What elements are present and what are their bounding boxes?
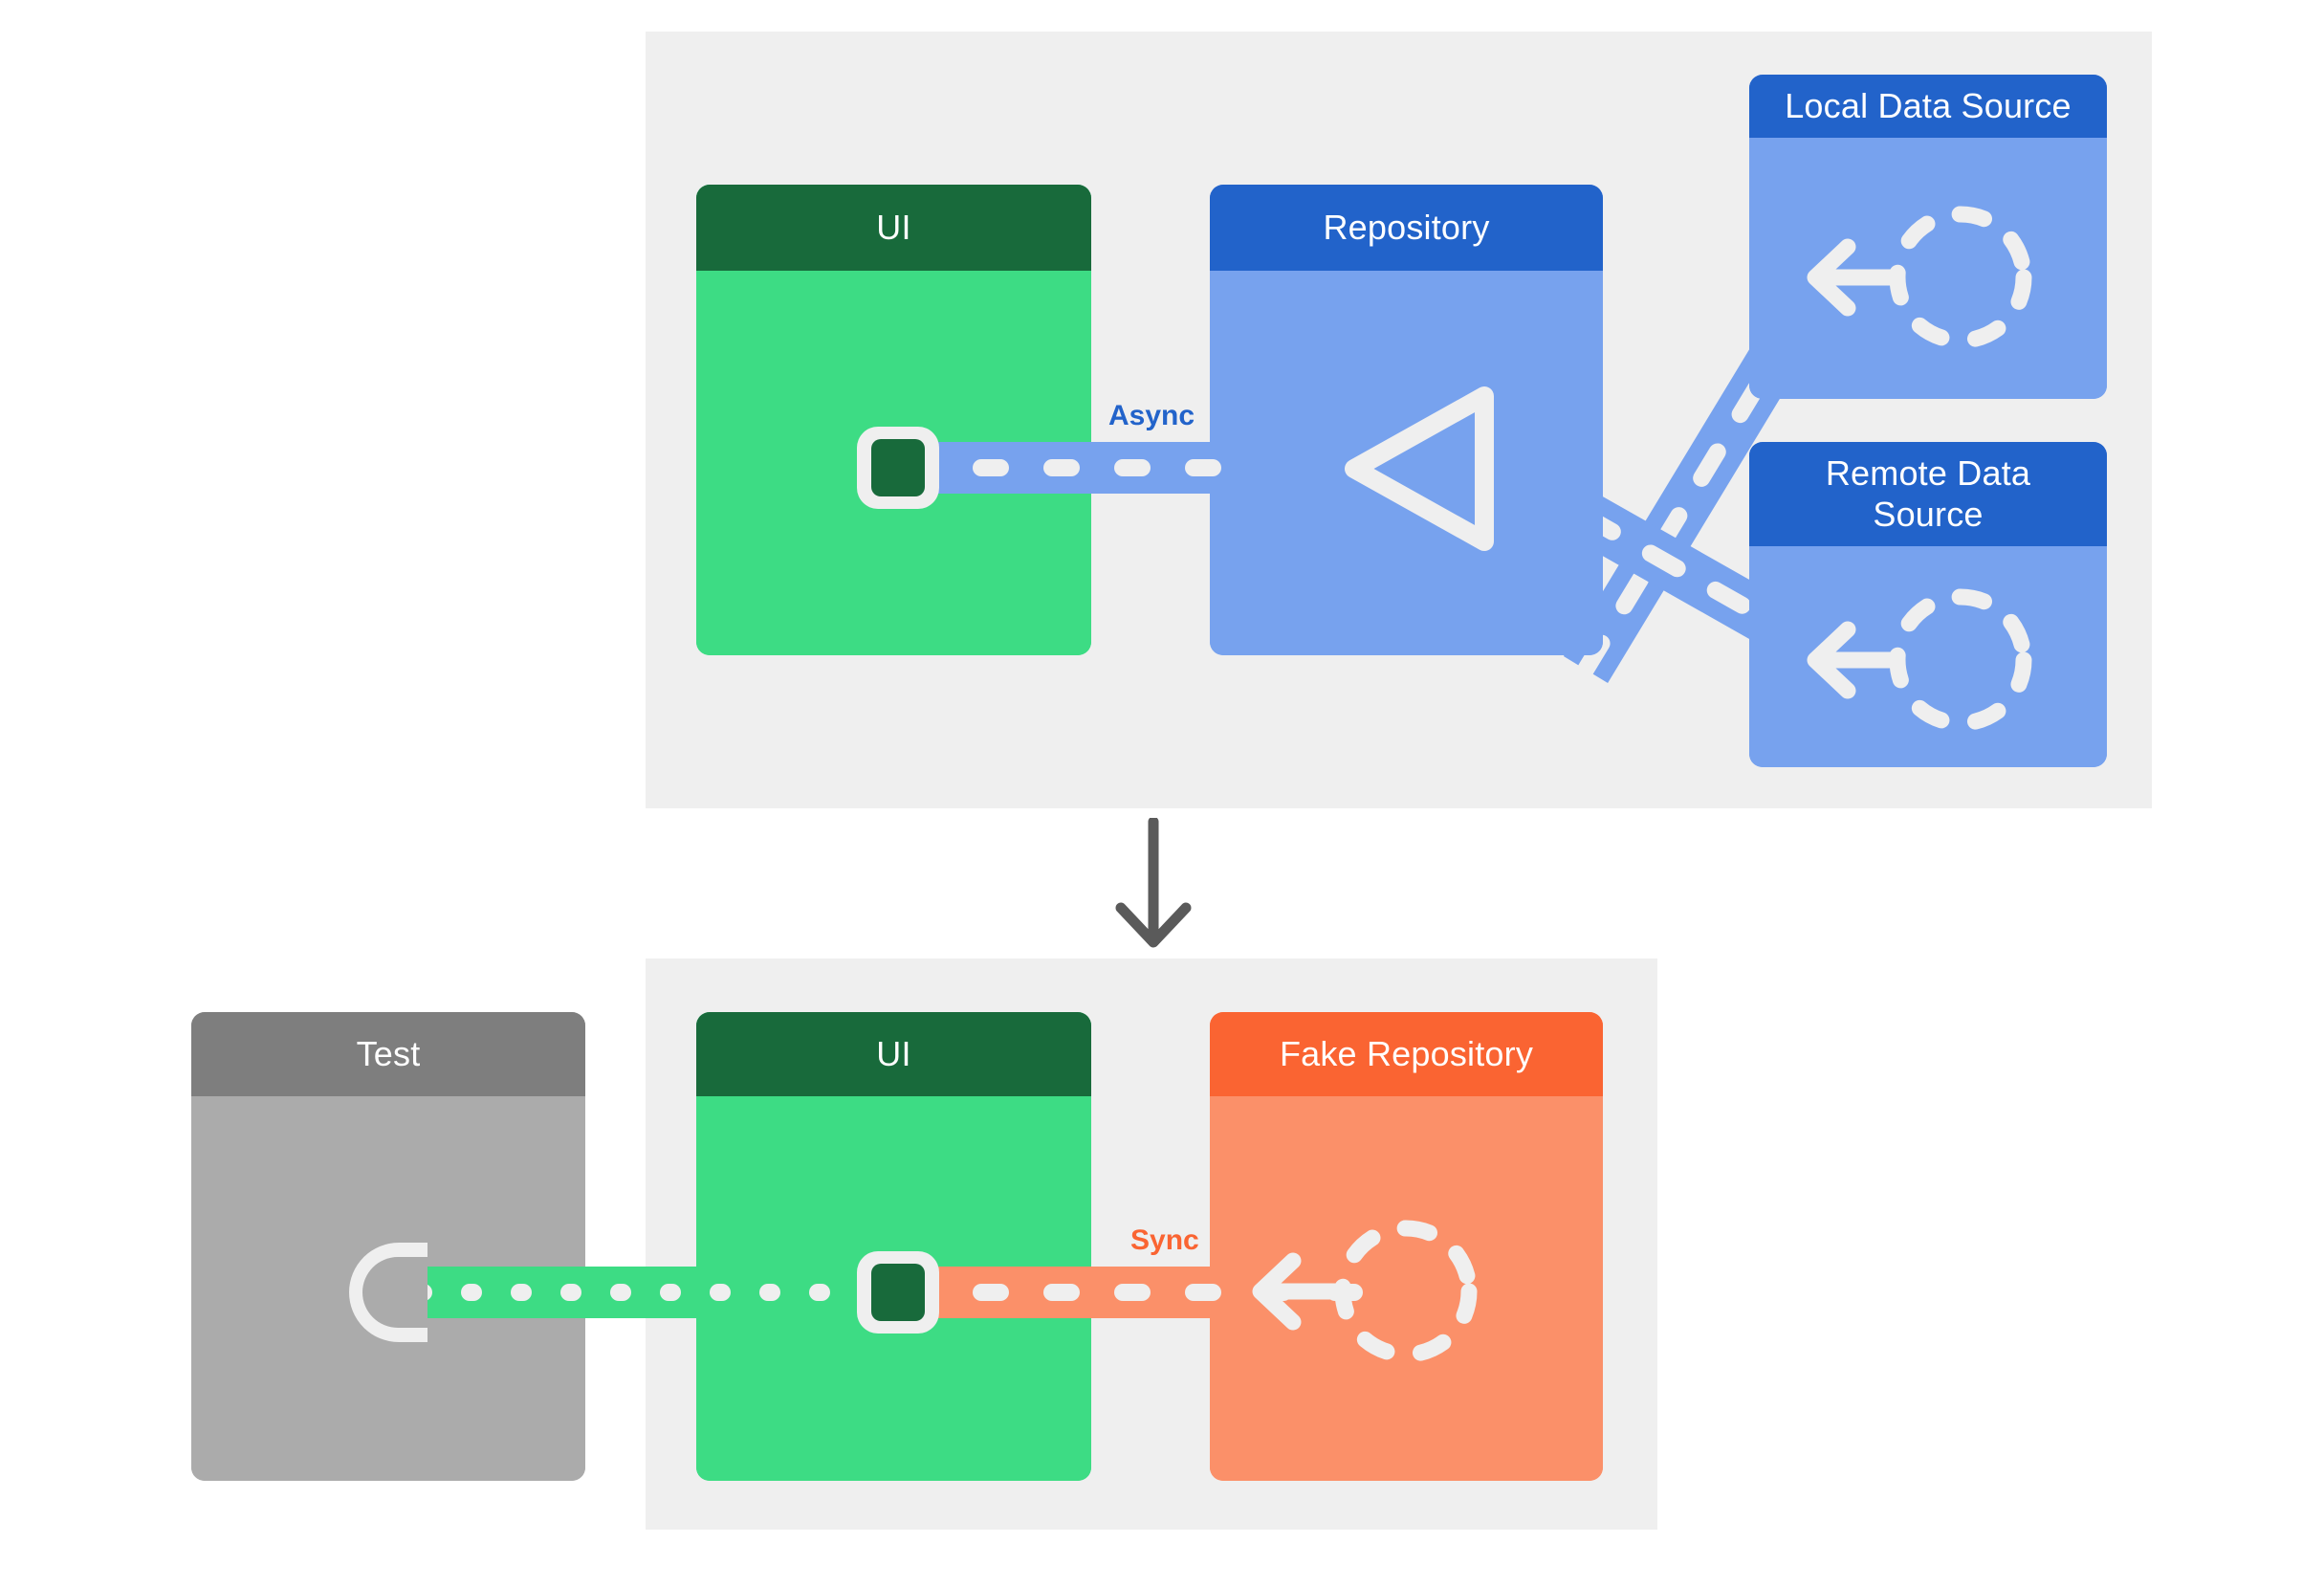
d-socket-icon-core (362, 1257, 428, 1328)
box-remote-data-source-body (1749, 546, 2107, 767)
box-fake-repository[interactable]: Fake Repository (1210, 1012, 1603, 1481)
box-repository[interactable]: Repository (1210, 185, 1603, 655)
connector-test-to-ui (411, 1267, 899, 1318)
d-socket-icon-test (349, 1243, 428, 1342)
connector-label-async: Async (1103, 398, 1201, 434)
box-fake-repository-title: Fake Repository (1210, 1012, 1603, 1096)
box-test-title: Test (191, 1012, 585, 1096)
box-ui-production[interactable]: UI (696, 185, 1091, 655)
connector-ui-to-repository (894, 442, 1277, 494)
square-socket-icon-core (871, 439, 925, 496)
connector-test-to-ui-dots (411, 1284, 899, 1301)
connector-ui-to-repository-dashes (894, 459, 1277, 476)
connector-fake-repository-to-ui-dashes (894, 1284, 1382, 1301)
box-ui-test[interactable]: UI (696, 1012, 1091, 1481)
box-local-data-source-body (1749, 138, 2107, 399)
box-repository-title: Repository (1210, 185, 1603, 271)
box-local-data-source[interactable]: Local Data Source (1749, 75, 2107, 399)
box-ui-test-title: UI (696, 1012, 1091, 1096)
connector-label-sync: Sync (1125, 1223, 1205, 1259)
connector-fake-repository-to-ui (894, 1267, 1382, 1318)
square-socket-icon-ui-production (857, 427, 939, 509)
square-socket-icon-core (871, 1264, 925, 1321)
square-socket-icon-ui-test (857, 1251, 939, 1334)
box-local-data-source-title: Local Data Source (1749, 75, 2107, 138)
box-ui-production-title: UI (696, 185, 1091, 271)
down-arrow-icon (1115, 818, 1192, 948)
